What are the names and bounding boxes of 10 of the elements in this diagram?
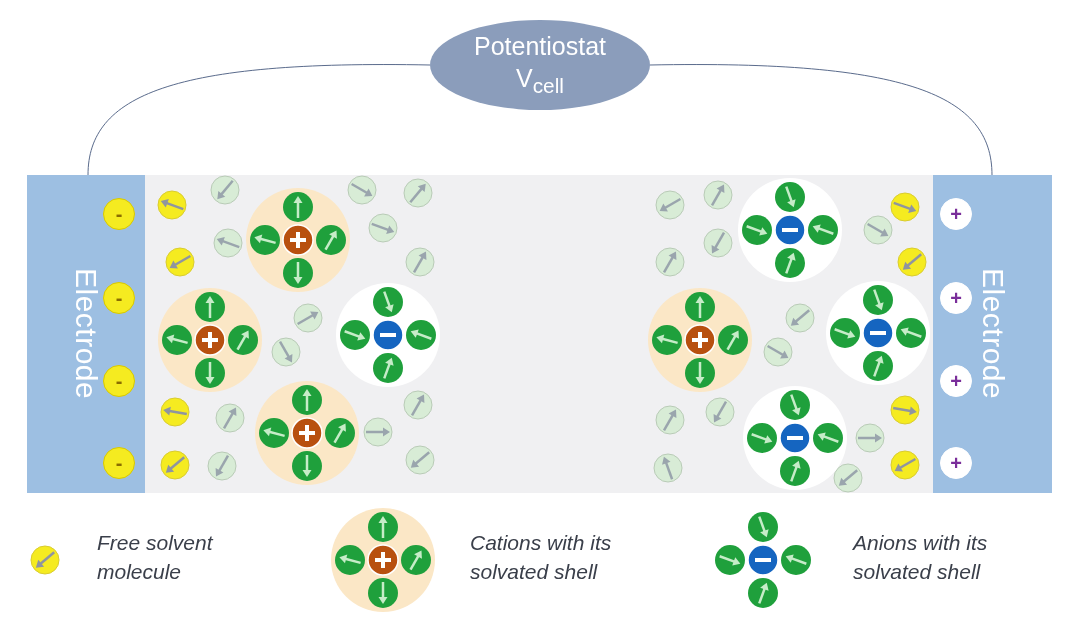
legend-label: Anions with its solvated shell (853, 530, 989, 586)
electrode-plate (933, 175, 1052, 493)
electrode-label: Electrode (975, 268, 1010, 400)
wire (87, 64, 431, 176)
electrode-label: Electrode (69, 268, 103, 400)
legend-label: Cations with its solvated shell (470, 530, 613, 586)
legend-label: Free solvent molecule (97, 530, 215, 586)
wire (649, 64, 993, 176)
electrode-plate (27, 175, 145, 493)
potentiostat-label: Potentiostat V$_{cell}$ (473, 31, 607, 99)
